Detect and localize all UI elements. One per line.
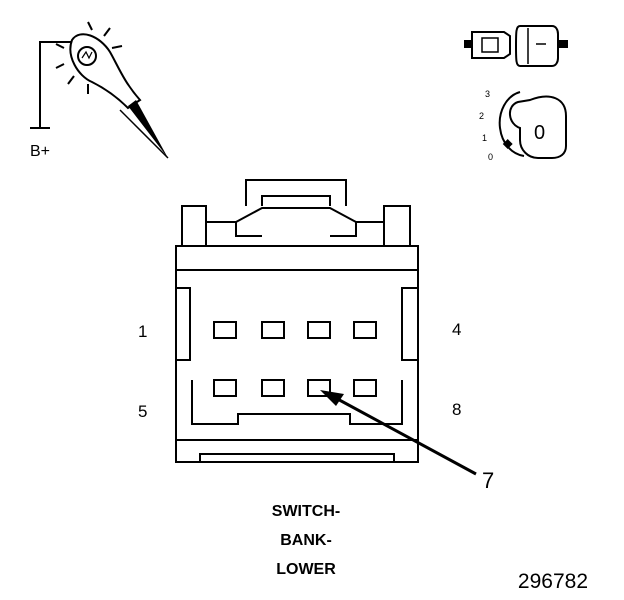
figure-id: 296782: [518, 570, 588, 593]
connector-face: [175, 179, 419, 463]
pin-2: [261, 321, 285, 339]
pin-label-top-left: 1: [138, 322, 147, 341]
ignition-key-icon: [498, 91, 567, 159]
pin-8: [353, 379, 377, 397]
pin-1: [213, 321, 237, 339]
callout-label: 7: [482, 468, 494, 493]
ignition-position-3: 3: [485, 89, 490, 99]
pin-7-callout-arrow: [320, 390, 477, 476]
disconnected-connector-icon: [464, 25, 568, 67]
connector-title-line-2: BANK-: [280, 532, 332, 549]
ignition-position-0: 0: [488, 152, 493, 162]
probe-label: B+: [30, 143, 50, 160]
ignition-key-label: 0: [534, 122, 545, 144]
pin-cavities: [213, 321, 377, 397]
ignition-position-1: 1: [482, 133, 487, 143]
test-probe-icon: [30, 21, 169, 159]
pin-6: [261, 379, 285, 397]
pin-label-bottom-right: 8: [452, 400, 461, 419]
pin-5: [213, 379, 237, 397]
ignition-position-2: 2: [479, 111, 484, 121]
pin-label-top-right: 4: [452, 320, 461, 339]
connector-title-line-3: LOWER: [276, 561, 336, 578]
connector-title-line-1: SWITCH-: [272, 503, 340, 520]
pin-3: [307, 321, 331, 339]
pin-label-bottom-left: 5: [138, 402, 147, 421]
pin-4: [353, 321, 377, 339]
